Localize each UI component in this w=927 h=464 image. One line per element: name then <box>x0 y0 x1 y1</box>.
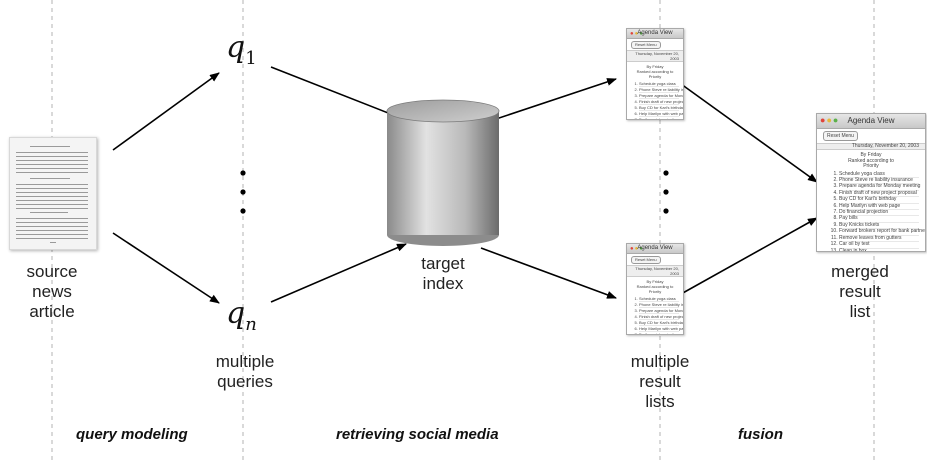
document-text-line <box>16 226 88 227</box>
arrow-source-to-q1 <box>112 72 220 151</box>
document-text-line <box>30 212 68 213</box>
database-cylinder-icon <box>386 99 500 246</box>
document-text-line <box>16 172 88 173</box>
list-item: Remove leaves from gutters <box>839 235 919 243</box>
document-text-line <box>16 222 88 223</box>
source-article-document-icon <box>9 137 97 250</box>
merged-label: merged result list <box>831 262 889 321</box>
list-item: Buy CD for Karl's birthday <box>839 196 919 204</box>
arrow-source-to-qn <box>112 232 220 304</box>
query-q1: q1 <box>226 30 257 69</box>
result-list-n-content: Reset Menu Thursday, November 20, 2003 B… <box>627 254 683 334</box>
document-text-line <box>16 152 88 153</box>
list-item: Prepare agenda for Monday meeting <box>839 184 920 191</box>
list-item: Help Marilyn with web page <box>839 203 919 211</box>
document-text-line <box>30 178 70 179</box>
document-text-line <box>16 230 88 231</box>
phase-retrieving-social-media: retrieving social media <box>336 426 499 443</box>
phase-fusion: fusion <box>738 426 783 443</box>
queries-label: multiple queries <box>215 352 275 391</box>
list-item: Schedule yoga class <box>639 81 679 87</box>
list-item: Finish draft of new project proposal <box>839 190 919 198</box>
arrow-qn-to-index <box>270 243 407 303</box>
list-item: Pay bills <box>839 216 919 223</box>
list-item: Buy CD for Karl's birthday <box>639 105 683 111</box>
list-item: Car oil by test <box>839 241 919 249</box>
list-item: Do financial projection <box>639 117 679 119</box>
vertical-ellipsis-queries <box>240 170 246 214</box>
document-text-line <box>16 204 88 205</box>
document-text-line <box>16 200 88 201</box>
index-label: target index <box>421 254 465 293</box>
result-list-1-content: Reset Menu Thursday, November 20, 2003 B… <box>627 39 683 119</box>
document-text-line <box>16 218 88 219</box>
document-text-line <box>16 196 88 197</box>
list-item: Phone Steve re liability insurance <box>839 177 919 185</box>
document-text-line <box>16 192 88 193</box>
list-item: Prepare agenda for Monday meeting <box>639 308 683 314</box>
arrow-listn-to-merged <box>680 217 818 295</box>
arrow-list1-to-merged <box>680 83 818 183</box>
document-text-line <box>16 234 88 235</box>
query-qn: qn <box>226 296 257 335</box>
list-item: Buy CD for Karl's birthday <box>639 320 683 326</box>
document-text-line <box>16 188 88 189</box>
result-list-thumbnail-1: ●●●Agenda View Reset Menu Thursday, Nove… <box>626 28 684 120</box>
list-item: Schedule yoga class <box>839 171 919 179</box>
list-item: Clean in box <box>839 248 919 251</box>
document-text-line <box>16 184 88 185</box>
phase-query-modeling: query modeling <box>76 426 188 443</box>
list-item: Finish draft of new project proposal <box>639 314 683 320</box>
list-item: Schedule yoga class <box>639 296 679 302</box>
list-item: Do financial projection <box>639 332 679 334</box>
list-item: Phone Steve re liability insurance <box>639 302 683 308</box>
source-label: source news article <box>26 262 78 321</box>
arrow-q1-to-index <box>270 66 407 121</box>
list-item: Do financial projection <box>839 209 919 217</box>
result-lists-label: multiple result lists <box>630 352 690 411</box>
list-item: Finish draft of new project proposal <box>639 99 683 105</box>
list-item: Forward brokers report for bank partner <box>839 228 925 236</box>
list-item: Buy Knicks tickets <box>839 222 919 230</box>
document-text-line <box>16 238 88 239</box>
result-list-thumbnail-n: ●●●Agenda View Reset Menu Thursday, Nove… <box>626 243 684 335</box>
document-text-line <box>30 146 70 147</box>
document-text-line <box>16 168 88 169</box>
document-text-line <box>16 160 88 161</box>
merged-list-content: Reset Menu Thursday, November 20, 2003 B… <box>817 129 925 251</box>
vertical-ellipsis-lists <box>663 170 669 214</box>
reset-menu-button: Reset Menu <box>823 131 858 141</box>
list-item: Phone Steve re liability insurance <box>639 87 683 93</box>
arrow-index-to-list1 <box>480 78 617 125</box>
merged-result-list-window: ●●●Agenda View Reset Menu Thursday, Nove… <box>816 113 926 252</box>
document-text-line <box>50 242 56 243</box>
list-item: Help Marilyn with web page <box>639 326 683 332</box>
document-text-line <box>16 156 88 157</box>
document-text-line <box>16 164 88 165</box>
list-item: Help Marilyn with web page <box>639 111 683 117</box>
document-text-line <box>16 208 88 209</box>
arrow-index-to-listn <box>480 247 617 299</box>
list-item: Prepare agenda for Monday meeting <box>639 93 683 99</box>
